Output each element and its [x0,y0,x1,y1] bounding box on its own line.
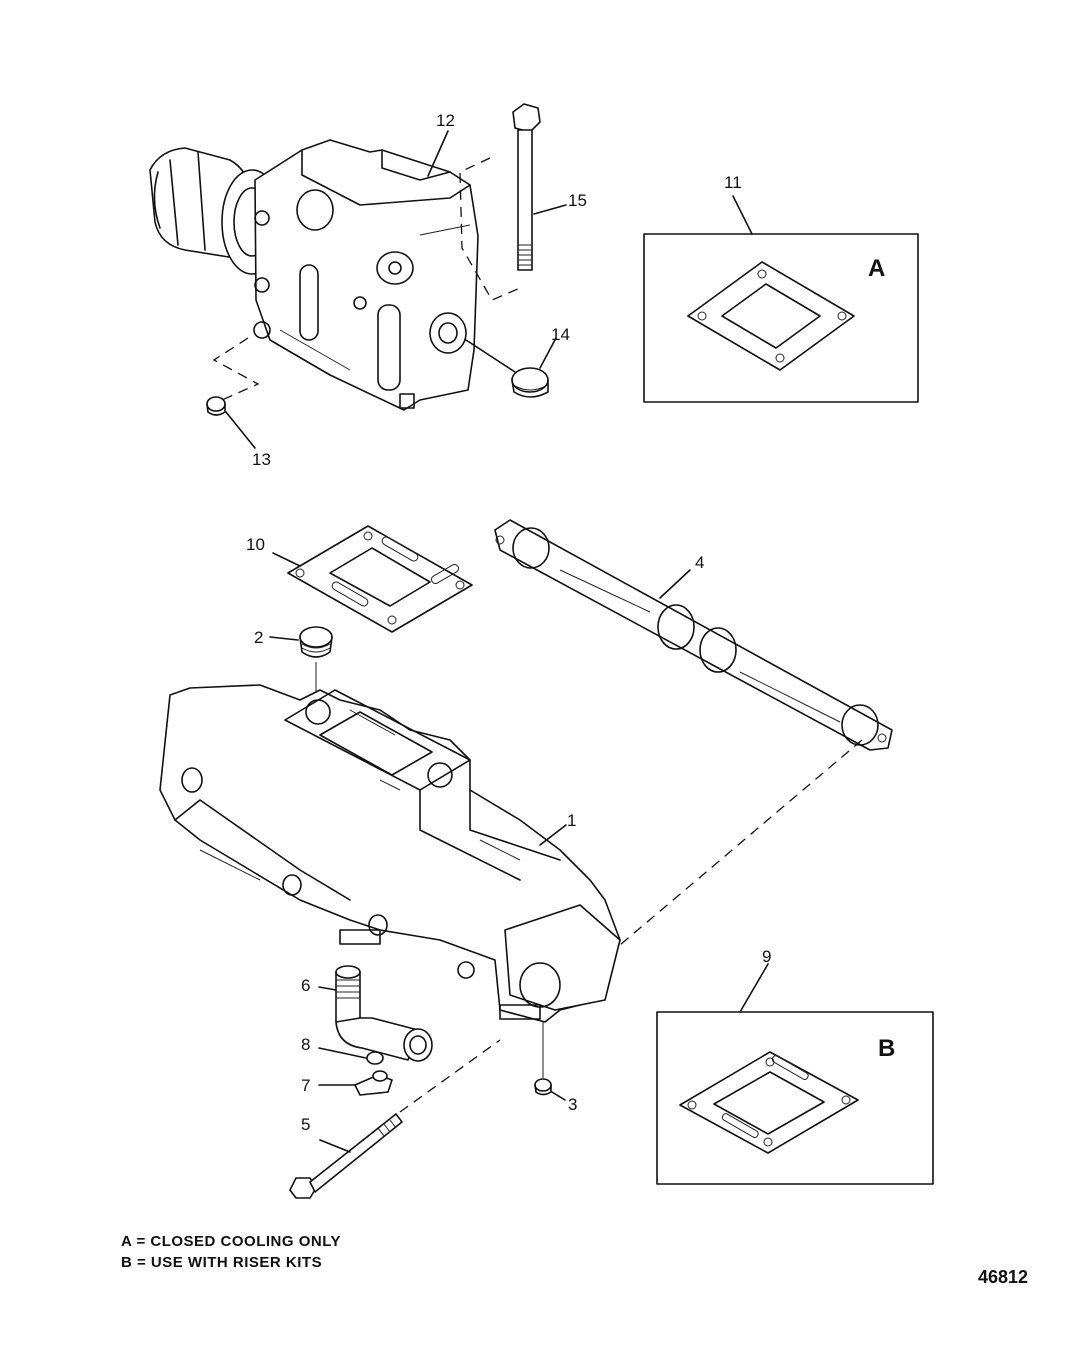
leader-line-15 [533,204,567,215]
callout-1: 1 [567,811,576,830]
figure-number: 46812 [978,1267,1029,1287]
stud-part-5 [289,1113,403,1199]
o-ring-part-8 [366,1051,384,1065]
gasket-part-4 [494,519,893,751]
leader-line-4 [659,569,691,599]
leader-line-5 [319,1139,351,1153]
legend-line-a: A = CLOSED COOLING ONLY [121,1233,341,1250]
leader-line-13 [225,411,256,449]
leader-dashed-13 [212,337,260,401]
leader-line-6 [318,986,337,991]
plug-part-13 [206,396,226,416]
bolt-part-15 [512,103,541,271]
callout-5: 5 [301,1115,310,1134]
leader-line-1 [539,824,567,846]
inset-box-a [643,233,919,403]
callout-6: 6 [301,976,310,995]
leader-line-11 [732,195,753,235]
callout-4: 4 [695,553,704,572]
leader-line-12 [427,130,449,177]
elbow-part-12 [149,139,479,411]
callout-15: 15 [568,191,587,210]
callout-10: 10 [246,535,265,554]
leader-line-10 [272,552,301,567]
callout-8: 8 [301,1035,310,1054]
leader-dashed-4 [619,739,863,946]
inset-box-b-letter: B [878,1035,895,1062]
leader-dashed-15 [459,157,521,301]
leader-line-14b [539,337,557,369]
leader-line-2 [269,636,299,641]
fitting-part-6 [335,965,433,1062]
callout-2: 2 [254,628,263,647]
bracket-part-7 [354,1070,393,1096]
plug-part-14 [511,367,549,398]
callout-9: 9 [762,947,771,966]
leader-line-3 [551,1091,566,1101]
callout-3: 3 [568,1095,577,1114]
leader-dashed-5 [399,1039,501,1113]
callout-14: 14 [551,325,570,344]
manifold-part-1 [159,684,621,1023]
plug-part-2 [299,626,333,658]
legend-line-b: B = USE WITH RISER KITS [121,1254,323,1271]
leader-line-8 [318,1047,367,1059]
inset-box-a-letter: A [868,255,885,282]
inset-box-b [656,1011,934,1185]
callout-11: 11 [724,173,742,192]
leader-line-9 [739,963,769,1013]
callout-7: 7 [301,1076,310,1095]
callout-13: 13 [252,450,271,469]
callout-12: 12 [436,111,455,130]
plug-part-3 [534,1078,552,1096]
leader-line-14 [465,339,516,373]
legend: A = CLOSED COOLING ONLY B = USE WITH RIS… [121,1231,341,1273]
gasket-part-10 [287,525,473,633]
